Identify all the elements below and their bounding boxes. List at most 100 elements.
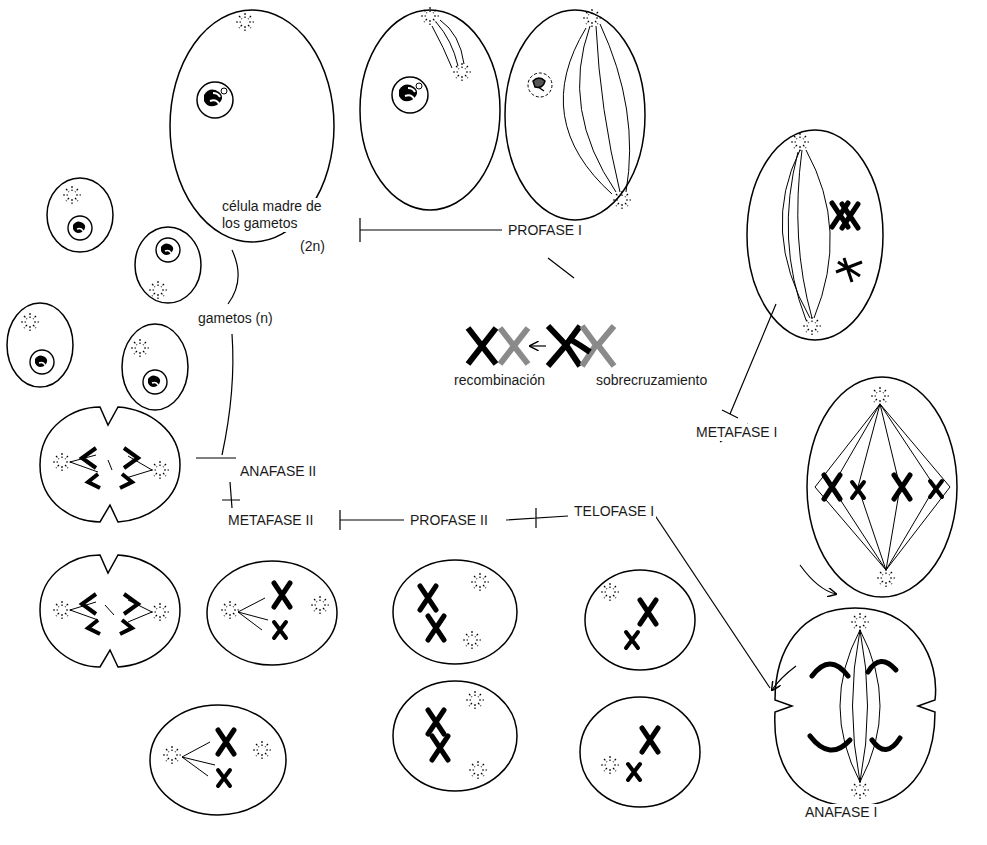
cell-outlines	[170, 10, 334, 242]
nuclei	[197, 82, 233, 118]
spindle-fibres	[70, 20, 950, 782]
centrioles	[151, 461, 169, 479]
crossing-over-figure	[530, 345, 546, 346]
stage-label: METAFASE II	[226, 512, 315, 529]
chromosomes	[82, 203, 942, 786]
centrioles	[877, 569, 895, 587]
centrioles	[53, 453, 71, 471]
stage-leader-lines	[722, 304, 776, 418]
crossing-over-figure	[468, 328, 496, 364]
chromosomes	[642, 728, 658, 752]
cell-outlines	[150, 705, 286, 815]
cell-outlines	[585, 570, 695, 670]
centrioles	[149, 281, 167, 299]
stage-leader-lines	[196, 218, 836, 690]
chromosomes	[82, 448, 138, 488]
spindle-fibres	[432, 20, 464, 68]
chromosomes	[810, 661, 900, 750]
centrioles	[469, 761, 487, 779]
chromosomes	[218, 770, 230, 786]
centrioles	[63, 186, 81, 204]
centrioles	[221, 601, 239, 619]
stage-leader-lines	[506, 508, 568, 528]
stage-leader-lines	[650, 508, 770, 688]
stage-label: recombinación	[452, 372, 547, 389]
cell-outlines	[505, 10, 645, 220]
centrioles	[613, 191, 631, 209]
stage-leader-lines	[548, 258, 574, 278]
nuclei	[156, 238, 180, 262]
chromosomes	[824, 475, 840, 499]
spindle-fibres	[782, 150, 830, 320]
cell-outlines	[7, 10, 957, 815]
centrioles	[21, 7, 895, 799]
cell-outlines	[393, 681, 517, 791]
centrioles	[311, 596, 329, 614]
stage-leader-lines	[228, 250, 238, 304]
stage-label: ANAFASE I	[803, 804, 879, 821]
chromosomes	[852, 482, 864, 498]
cell-outlines	[135, 227, 201, 303]
chromosomes	[836, 258, 862, 282]
spindle-fibres	[182, 598, 268, 776]
chromosomes	[428, 616, 444, 640]
chromosomes	[894, 475, 910, 499]
nuclei	[143, 370, 167, 394]
spindle-fibres	[70, 455, 152, 622]
centrioles	[21, 313, 39, 331]
chromosomes	[432, 736, 448, 760]
chromosomes	[640, 600, 656, 624]
cell-outlines	[747, 130, 883, 340]
stage-label: METAFASE I	[694, 424, 779, 441]
centrioles	[851, 781, 869, 799]
centrioles	[253, 741, 271, 759]
nuclei	[533, 78, 545, 91]
cell-outlines	[122, 324, 188, 410]
crossing-over-figure	[548, 326, 580, 366]
spindle-fibres	[563, 24, 629, 194]
centrioles	[163, 746, 181, 764]
chromosomes	[218, 730, 234, 754]
stage-leader-lines	[196, 334, 236, 458]
stage-leader-lines	[340, 510, 404, 530]
stage-leader-lines	[222, 482, 240, 508]
centrioles	[466, 691, 484, 709]
cell-outlines	[580, 697, 700, 807]
crossing-over-figure	[500, 328, 528, 364]
chromosomes	[274, 622, 286, 638]
nuclei	[528, 73, 552, 97]
spindle-fibres	[815, 404, 950, 570]
chromosomes	[842, 204, 858, 228]
centrioles	[471, 573, 489, 591]
cell-outlines	[7, 303, 73, 387]
chromosomes	[428, 710, 444, 734]
centrioles	[151, 603, 169, 621]
crossing-over-figure	[582, 326, 614, 366]
cell-outlines	[807, 377, 957, 597]
nuclei	[392, 77, 428, 113]
stage-leader-lines	[772, 666, 796, 690]
crossing-over-figure	[568, 338, 590, 352]
chromosomes	[420, 586, 436, 610]
stage-label: PROFASE I	[506, 222, 584, 239]
spindle-fibres	[105, 460, 114, 615]
chromosomes	[930, 481, 942, 497]
cell-outlines	[393, 560, 517, 664]
chromosomes	[626, 632, 638, 648]
centrioles	[601, 756, 619, 774]
stage-leader-lines	[800, 565, 836, 594]
centrioles	[871, 387, 889, 405]
cell-outlines	[47, 178, 113, 252]
centrioles	[463, 631, 481, 649]
centrioles	[453, 63, 471, 81]
centrioles	[583, 9, 601, 27]
chromosomes	[274, 583, 290, 607]
crossing-over-figure	[468, 326, 614, 366]
centrioles	[236, 13, 254, 31]
nuclei	[30, 350, 54, 374]
spindle-fibres	[840, 630, 880, 782]
stage-label: PROFASE II	[408, 512, 490, 529]
nuclei	[30, 73, 552, 394]
